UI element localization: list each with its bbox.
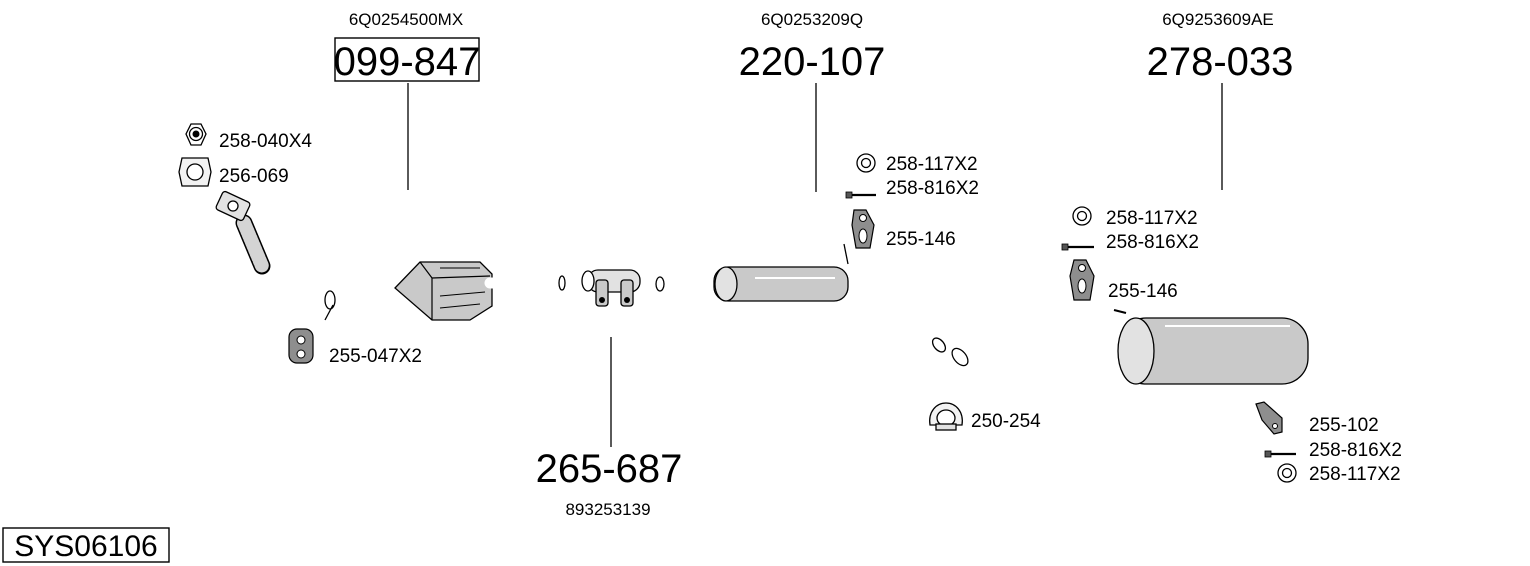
label-bolt-mid: 258-816X2 xyxy=(886,178,979,199)
ring-tail-icon xyxy=(1277,463,1297,483)
part-number-rear-silencer[interactable]: 278-033 xyxy=(1147,40,1294,84)
label-hanger-front: 255-047X2 xyxy=(329,346,422,367)
gasket-icon xyxy=(178,157,212,187)
label-bolt-tail: 258-816X2 xyxy=(1309,440,1402,461)
hanger-pointer-mid xyxy=(843,243,849,265)
bolt-mid-icon xyxy=(845,191,876,199)
front-pipe xyxy=(215,190,411,310)
label-ring-mid: 258-117X2 xyxy=(886,154,978,175)
label-ring-rear: 258-117X2 xyxy=(1106,208,1198,229)
oem-number-middle-silencer: 6Q0253209Q xyxy=(761,10,863,29)
catalytic-converter xyxy=(394,261,568,321)
system-code-box xyxy=(2,527,170,563)
label-ring-tail: 258-117X2 xyxy=(1309,464,1401,485)
label-bolt-rear: 258-816X2 xyxy=(1106,232,1199,253)
bolt-rear-icon xyxy=(1061,243,1094,251)
system-code: SYS06106 xyxy=(14,530,157,563)
part-number-middle-silencer[interactable]: 220-107 xyxy=(739,40,886,84)
hanger-pointer xyxy=(324,304,334,321)
label-bracket: 255-102 xyxy=(1309,415,1379,436)
label-nut: 258-040X4 xyxy=(219,131,312,152)
oem-number-connector: 893253139 xyxy=(565,500,650,519)
label-hanger-mid: 255-146 xyxy=(886,229,956,250)
rubber-hanger-mid-icon xyxy=(851,209,875,249)
bracket-icon xyxy=(1255,401,1283,435)
part-number-box xyxy=(334,37,480,82)
label-gasket: 256-069 xyxy=(219,166,289,187)
connector-clamp-icon xyxy=(581,269,641,307)
rubber-hanger-rear-icon xyxy=(1069,259,1095,301)
ring-mid-icon xyxy=(856,153,876,173)
nut-icon xyxy=(185,123,207,146)
part-number-catalyst[interactable]: 099-847 xyxy=(334,40,481,84)
middle-silencer xyxy=(654,266,947,353)
part-number-connector[interactable]: 265-687 xyxy=(536,447,683,491)
label-clamp: 250-254 xyxy=(971,411,1041,432)
rear-silencer xyxy=(951,309,1336,392)
label-hanger-rear: 255-146 xyxy=(1108,281,1178,302)
bolt-tail-icon xyxy=(1264,450,1296,458)
rubber-hanger-front-icon xyxy=(288,328,314,364)
oem-number-rear-silencer: 6Q9253609AE xyxy=(1162,10,1274,29)
ring-rear-icon xyxy=(1072,206,1092,226)
oem-number-catalyst: 6Q0254500MX xyxy=(349,10,463,29)
pipe-clamp-icon xyxy=(929,402,963,431)
